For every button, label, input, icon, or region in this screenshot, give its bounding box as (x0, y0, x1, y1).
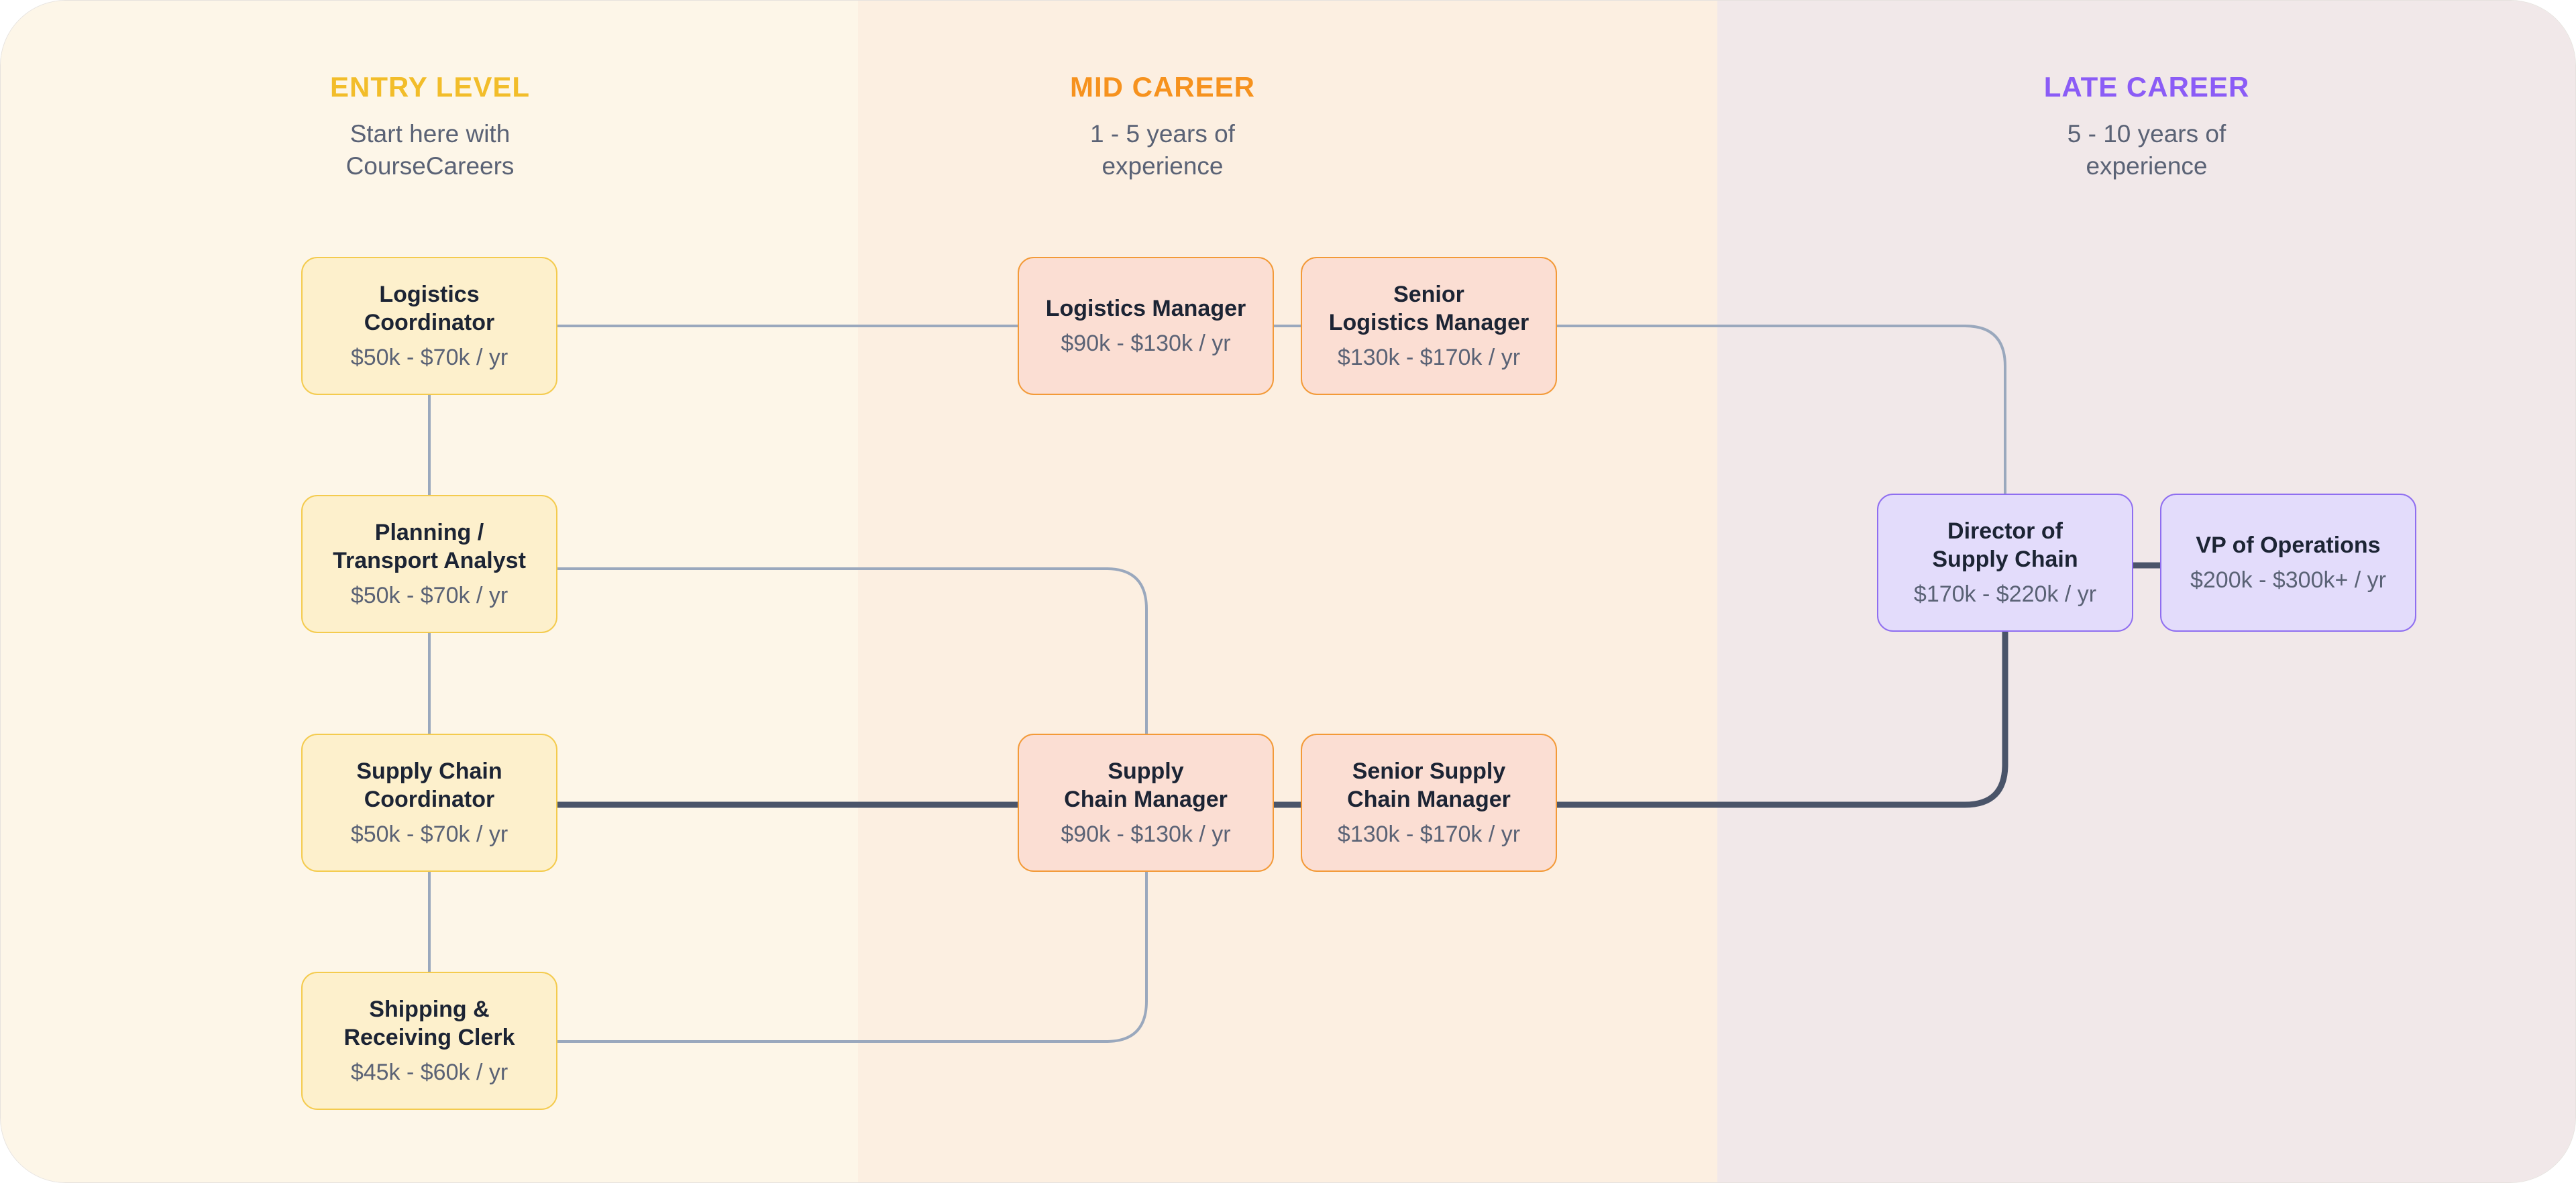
mid-career-column (858, 1, 1717, 1182)
logistics-manager-card: Logistics Manager $90k - $130k / yr (1018, 257, 1274, 395)
planning-transport-analyst-card: Planning / Transport Analyst $50k - $70k… (301, 495, 557, 633)
supply-chain-coordinator-card: Supply Chain Coordinator $50k - $70k / y… (301, 734, 557, 872)
node-title: Supply Chain Coordinator (356, 758, 502, 812)
node-salary: $50k - $70k / yr (350, 583, 508, 608)
node-salary: $90k - $130k / yr (1061, 822, 1231, 847)
node-title: Senior Supply Chain Manager (1347, 758, 1511, 812)
logistics-coordinator-card: Logistics Coordinator $50k - $70k / yr (301, 257, 557, 395)
connector-senior-supply-chain-manager-to-director (1557, 632, 2008, 808)
shipping-receiving-clerk-card: Shipping & Receiving Clerk $45k - $60k /… (301, 972, 557, 1110)
node-salary: $170k - $220k / yr (1913, 581, 2097, 607)
node-salary: $50k - $70k / yr (350, 822, 508, 847)
director-of-supply-chain-card: Director of Supply Chain $170k - $220k /… (1877, 494, 2133, 632)
node-salary: $200k - $300k+ / yr (2190, 567, 2386, 593)
node-title: Logistics Manager (1045, 296, 1246, 321)
node-salary: $130k - $170k / yr (1337, 345, 1521, 370)
node-salary: $45k - $60k / yr (350, 1060, 508, 1085)
senior-supply-chain-manager-card: Senior Supply Chain Manager $130k - $170… (1301, 734, 1557, 872)
vp-of-operations-card: VP of Operations $200k - $300k+ / yr (2160, 494, 2416, 632)
node-title: Logistics Coordinator (364, 282, 495, 335)
mid-career-subheading: 1 - 5 years of experience (1090, 120, 1235, 180)
node-salary: $130k - $170k / yr (1337, 822, 1521, 847)
connector-planning-analyst-to-supply-chain-manager (557, 567, 1148, 734)
node-title: Senior Logistics Manager (1328, 282, 1529, 335)
connector-shipping-clerk-to-supply-chain-manager (557, 872, 1148, 1043)
node-salary: $50k - $70k / yr (350, 345, 508, 370)
entry-level-heading: ENTRY LEVEL (329, 71, 531, 103)
late-career-subheading: 5 - 10 years of experience (2067, 120, 2226, 180)
node-salary: $90k - $130k / yr (1061, 331, 1231, 356)
node-title: Supply Chain Manager (1064, 758, 1228, 812)
senior-logistics-manager-card: Senior Logistics Manager $130k - $170k /… (1301, 257, 1557, 395)
mid-career-heading: MID CAREER (1069, 71, 1255, 103)
node-title: Director of Supply Chain (1932, 518, 2078, 572)
node-title: Shipping & Receiving Clerk (343, 997, 515, 1050)
late-career-heading: LATE CAREER (2043, 71, 2250, 103)
supply-chain-manager-card: Supply Chain Manager $90k - $130k / yr (1018, 734, 1274, 872)
entry-level-subheading: Start here with CourseCareers (345, 120, 515, 180)
node-title: Planning / Transport Analyst (333, 520, 526, 573)
node-title: VP of Operations (2196, 532, 2381, 558)
connector-senior-logistics-manager-to-director (1557, 325, 2006, 494)
late-career-column (1717, 1, 2575, 1182)
